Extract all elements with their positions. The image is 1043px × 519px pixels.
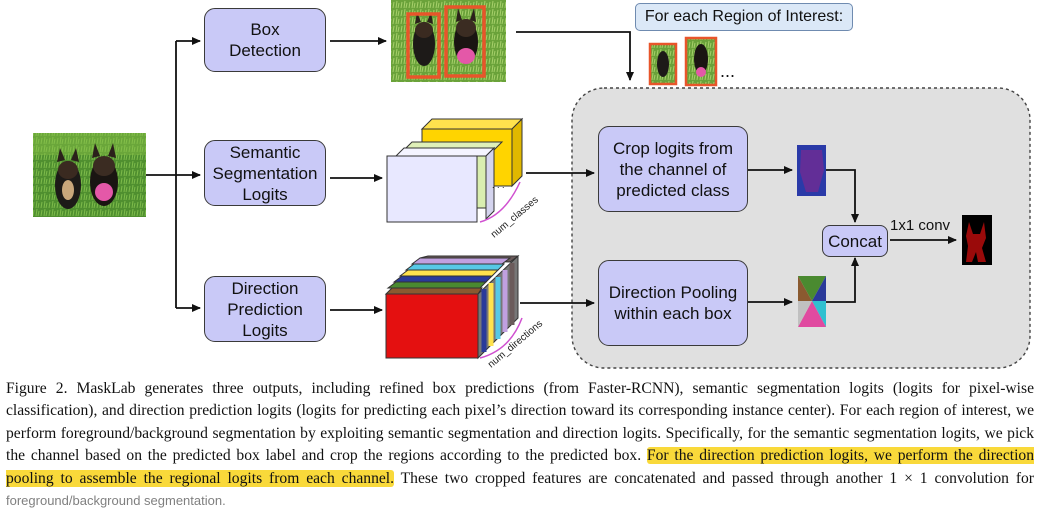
semantic-logits-stack: . . . [386, 117, 524, 223]
caption-suffix: These two cropped features are concatena… [400, 469, 1035, 487]
roi-banner: For each Region of Interest: [635, 3, 853, 31]
caption-paragraph: Figure 2. MaskLab generates three output… [6, 378, 1035, 512]
roi-ellipsis: ... [720, 61, 736, 81]
concat-box: Concat [822, 225, 888, 257]
connectors [146, 31, 957, 314]
crop-logits-label: Crop logits from the channel of predicte… [613, 138, 733, 200]
svg-text:. . .: . . . [492, 180, 505, 190]
conv-label: 1x1 conv [890, 217, 951, 234]
direction-pooling-box: Direction Pooling within each box [598, 260, 748, 346]
caption-prefix: Figure 2. MaskLab generates three output… [6, 380, 1034, 465]
box-detection-photo [391, 0, 506, 82]
box-detection-label: Box Detection [229, 20, 301, 60]
cropped-semantic-logit [797, 145, 826, 196]
semantic-logits-box: Semantic Segmentation Logits [204, 140, 326, 206]
output-mask [962, 215, 992, 265]
crop-logits-box: Crop logits from the channel of predicte… [598, 126, 748, 212]
direction-pooling-label: Direction Pooling within each box [608, 283, 738, 323]
direction-logits-stack [384, 254, 523, 360]
concat-label: Concat [828, 231, 882, 251]
pooled-direction-logit [798, 276, 826, 327]
input-dog-photo [33, 133, 146, 217]
caption-watermark-text: foreground/background segmentation. [6, 493, 226, 509]
direction-logits-box: Direction Prediction Logits [204, 276, 326, 342]
figure-caption: Figure 2. MaskLab generates three output… [6, 378, 1035, 512]
box-detection-box: Box Detection [204, 8, 326, 72]
direction-logits-label: Direction Prediction Logits [227, 278, 303, 340]
semantic-logits-label: Semantic Segmentation Logits [212, 142, 318, 204]
maskLab-architecture-figure: . . . [33, 0, 1031, 370]
figure-diagram-svg: . . . [33, 0, 1031, 369]
roi-crops [648, 36, 718, 87]
